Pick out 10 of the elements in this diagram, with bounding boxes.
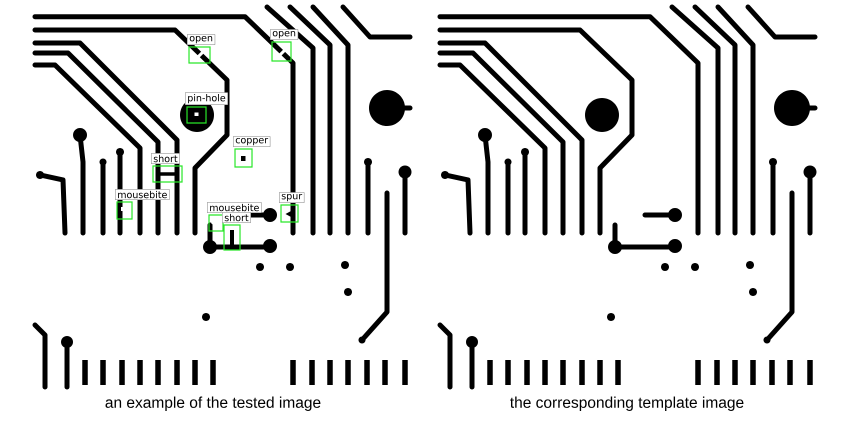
defect-label: pin-hole bbox=[185, 92, 228, 105]
image-caption: an example of the tested image bbox=[106, 396, 320, 411]
defect-label: open bbox=[270, 29, 298, 40]
defect-label: mousebite bbox=[115, 189, 170, 200]
defect-label: short bbox=[222, 212, 251, 223]
defect-label: spur bbox=[279, 192, 304, 203]
defect-label: short bbox=[151, 153, 180, 164]
defect-label: copper bbox=[233, 136, 270, 147]
defect-label: open bbox=[187, 34, 216, 45]
defect-label: mousebite bbox=[207, 202, 262, 213]
